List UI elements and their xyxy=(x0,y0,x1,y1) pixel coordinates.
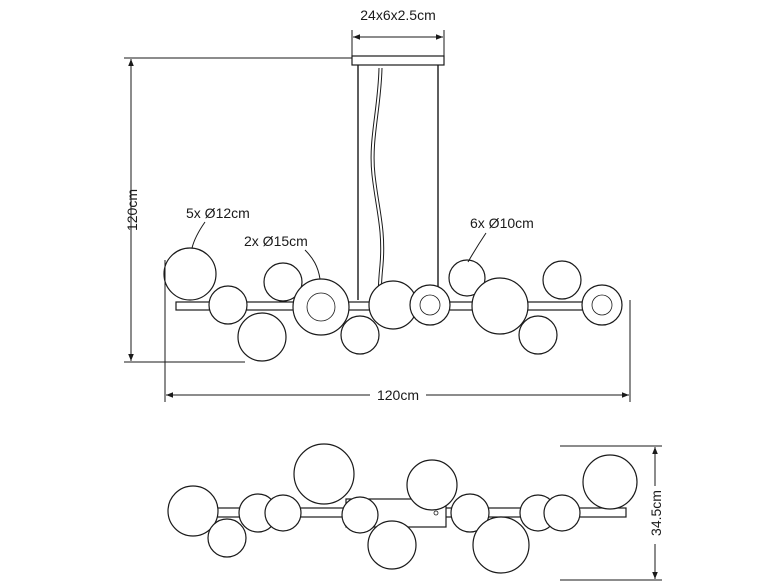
globe xyxy=(582,454,638,510)
globe xyxy=(543,494,581,532)
top-view xyxy=(167,443,662,581)
depth-label: 34.5cm xyxy=(648,490,664,536)
globe xyxy=(581,284,623,326)
front-view xyxy=(124,30,631,402)
leader-15 xyxy=(304,249,321,280)
globe xyxy=(163,247,217,301)
globe xyxy=(263,262,303,302)
globes-10-label: 6x Ø10cm xyxy=(470,215,534,231)
leader-12 xyxy=(191,221,206,249)
globe-inner xyxy=(306,292,336,322)
power-cable xyxy=(370,67,382,301)
globe xyxy=(409,284,451,326)
globe xyxy=(367,520,417,570)
globe xyxy=(208,285,248,325)
globe xyxy=(292,278,350,336)
globe xyxy=(542,260,582,300)
leader-10 xyxy=(467,232,487,263)
globe xyxy=(472,516,530,574)
canopy-size-label: 24x6x2.5cm xyxy=(360,7,435,23)
front-globes xyxy=(163,247,623,362)
globe xyxy=(207,518,247,558)
globe xyxy=(471,277,529,335)
globe xyxy=(448,259,486,297)
globe xyxy=(340,315,380,355)
height-label: 120cm xyxy=(124,189,140,231)
globe xyxy=(237,312,287,362)
globe xyxy=(264,494,302,532)
globes-15-label: 2x Ø15cm xyxy=(244,233,308,249)
globe xyxy=(450,493,490,533)
globes-12-label: 5x Ø12cm xyxy=(186,205,250,221)
globe xyxy=(293,443,355,505)
globe xyxy=(167,485,219,537)
globe xyxy=(518,315,558,355)
canopy xyxy=(351,55,445,66)
width-label: 120cm xyxy=(377,387,419,403)
globe-inner xyxy=(419,294,441,316)
globe xyxy=(406,459,458,511)
globe xyxy=(341,496,379,534)
top-globes xyxy=(167,443,638,574)
globe-inner xyxy=(591,294,613,316)
